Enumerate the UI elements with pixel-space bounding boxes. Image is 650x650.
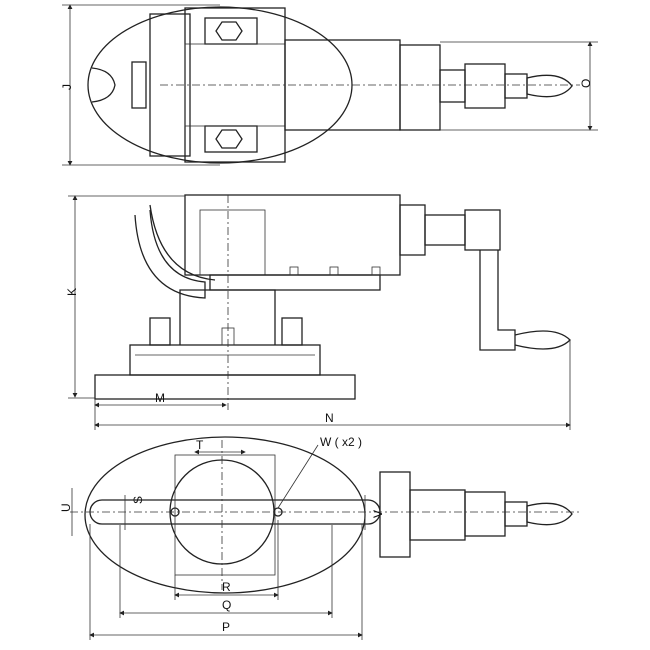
dim-label-t: T: [196, 438, 204, 452]
dim-label-o: O: [579, 79, 593, 88]
dim-label-v: V: [371, 510, 385, 518]
side-view: K M N: [65, 194, 571, 430]
dim-label-r: R: [222, 580, 231, 594]
dim-label-p: P: [222, 620, 230, 634]
dim-label-q: Q: [222, 598, 231, 612]
top-view: J O: [60, 4, 598, 166]
dim-label-u: U: [59, 503, 73, 512]
dim-label-k: K: [65, 288, 79, 296]
base-view: W ( x2 ) T S U V R Q P: [59, 435, 580, 640]
dim-label-w: W ( x2 ): [320, 435, 362, 449]
dim-label-s: S: [131, 496, 145, 504]
dim-label-m: M: [155, 391, 165, 405]
dim-label-n: N: [325, 411, 334, 425]
dim-label-j: J: [60, 84, 74, 90]
